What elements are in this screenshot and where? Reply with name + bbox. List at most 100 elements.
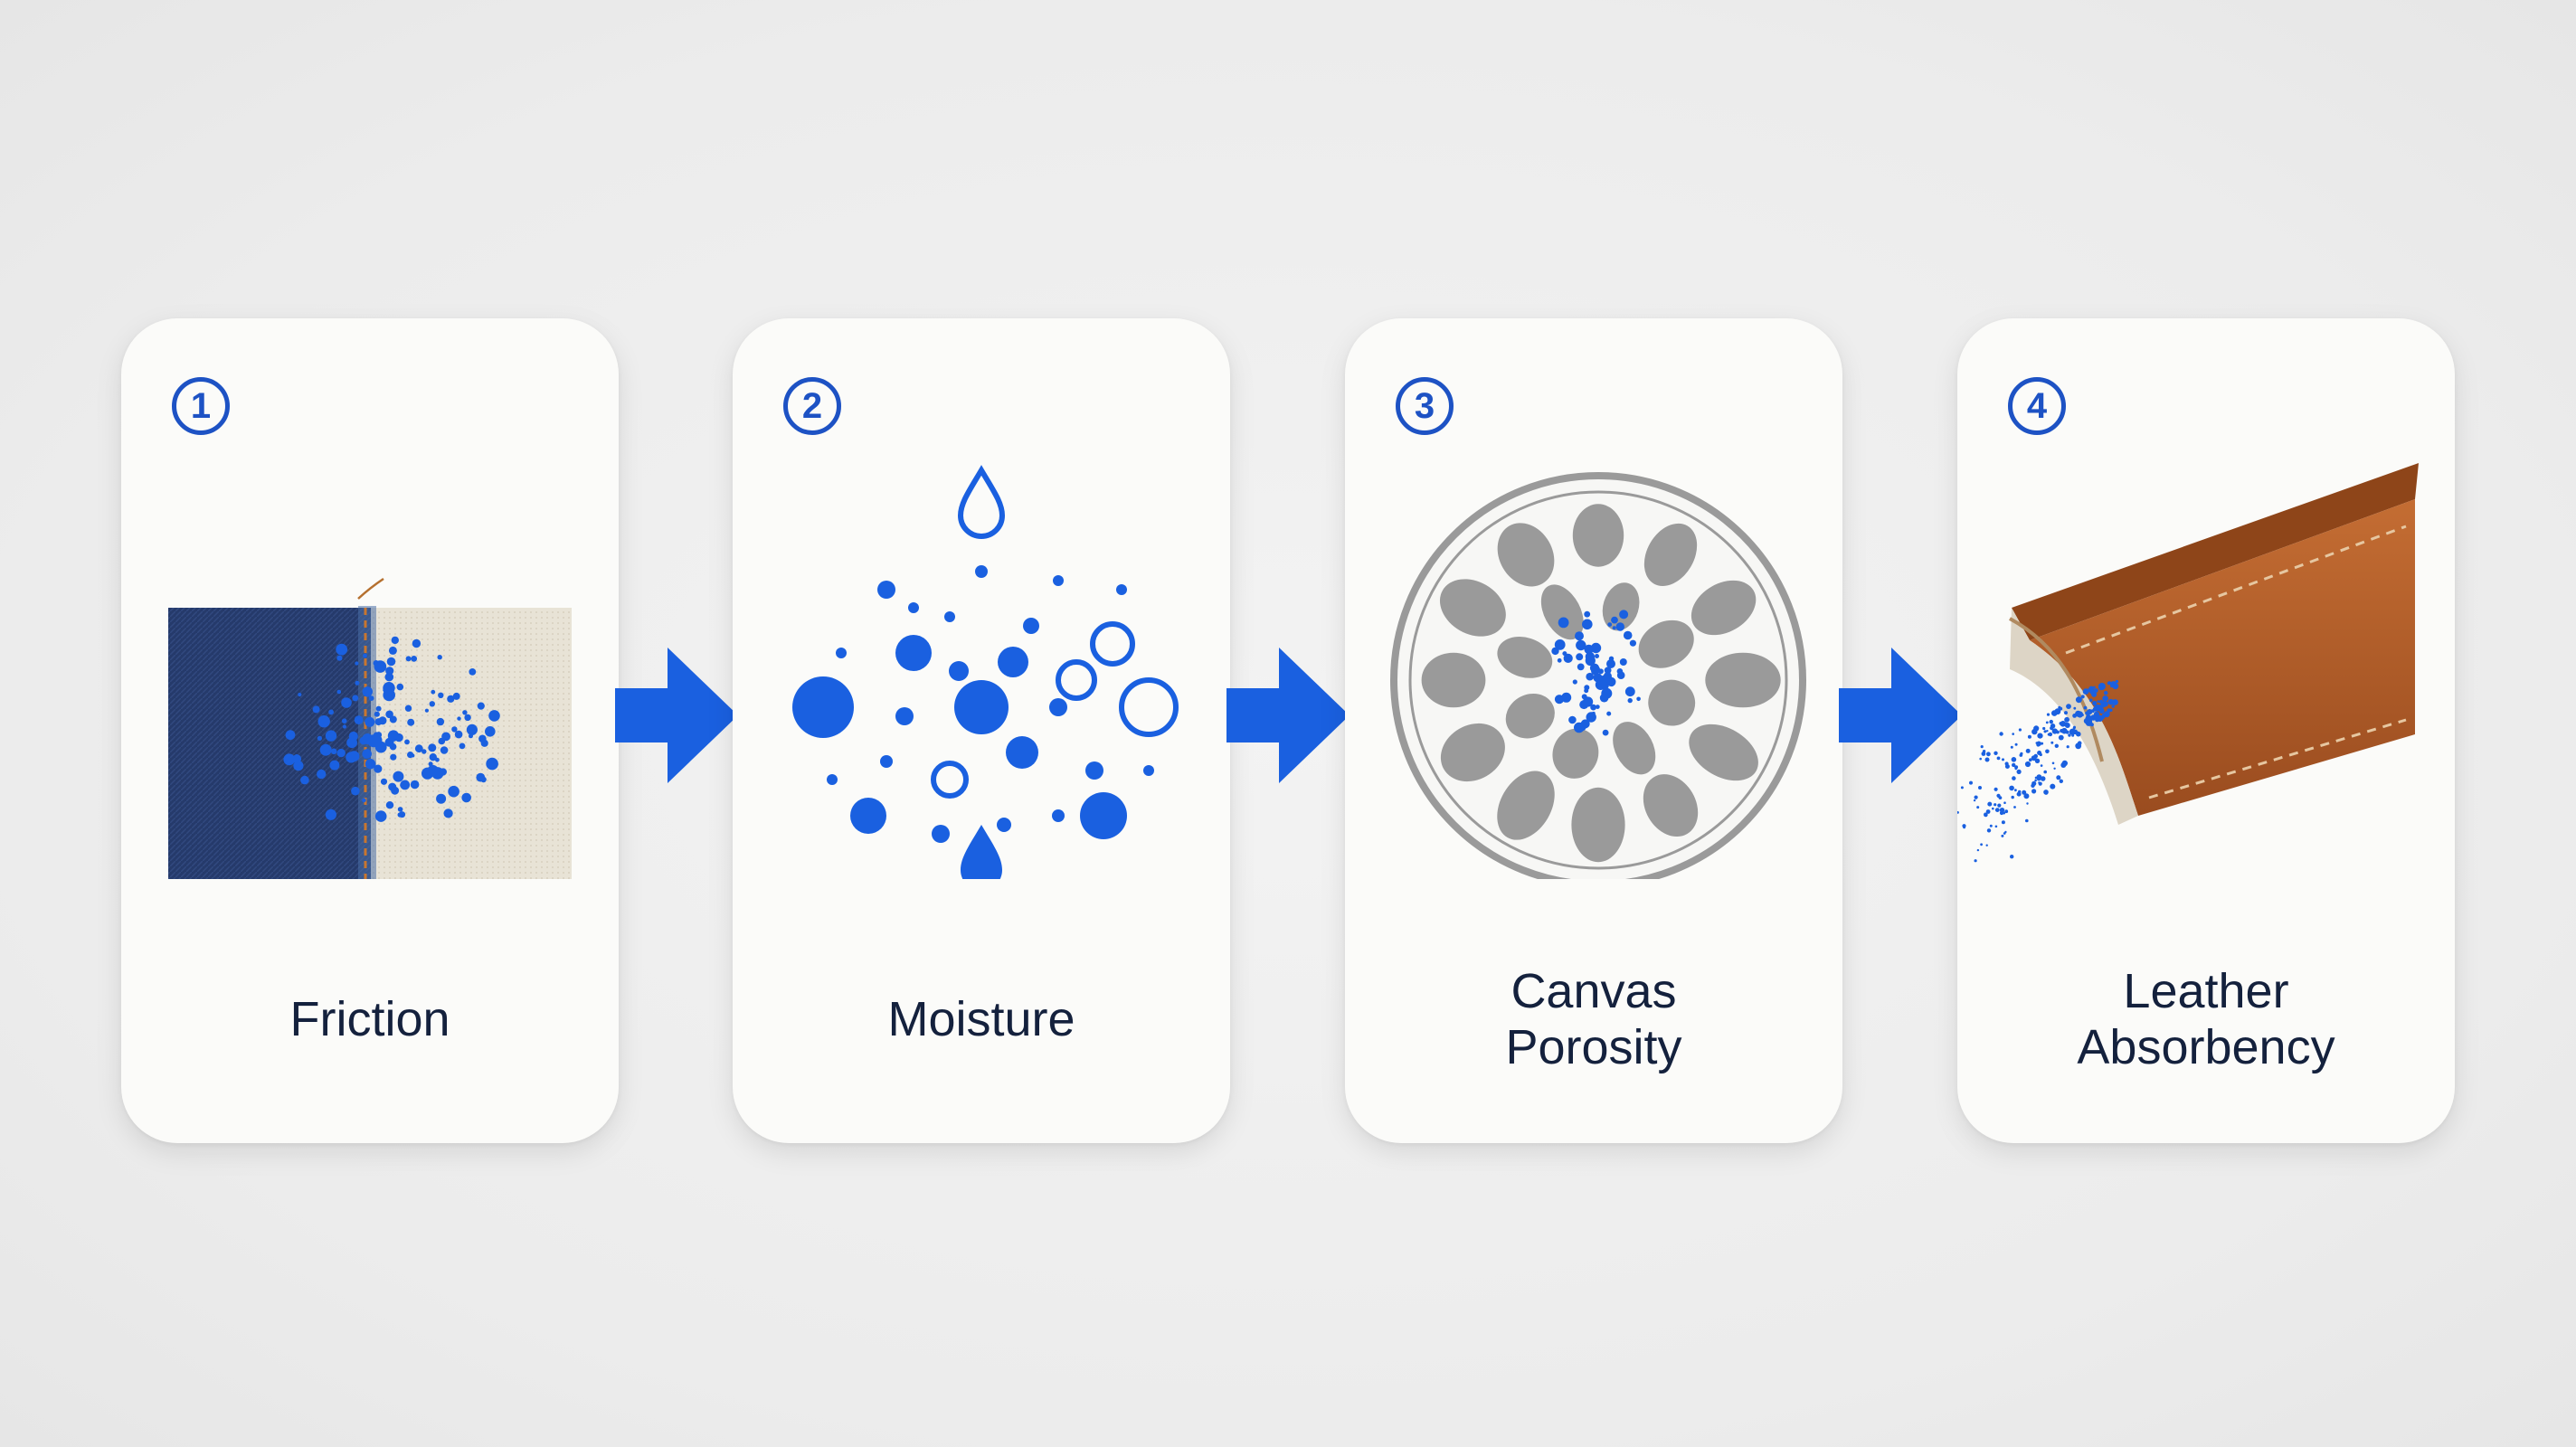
leather-particle [2031,783,2035,788]
friction-particle [447,695,455,703]
leather-particle [1998,796,2003,799]
pore-particle [1604,667,1612,675]
leather-particle [2064,723,2070,728]
leather-particle [2033,725,2040,732]
leather-particle [2034,776,2038,780]
pore-particle [1572,679,1577,685]
leather-particle [2104,703,2108,707]
friction-particle [341,718,347,724]
leather-particle [2023,793,2030,799]
friction-particle [457,716,461,721]
leather-particle [2024,761,2031,768]
pore-particle [1577,663,1585,671]
friction-particle [298,692,302,697]
friction-particle [362,686,373,697]
leather-particle [2051,728,2058,734]
leather-particle [2013,806,2016,809]
leather-particle [2004,764,2010,769]
pore-particle [1627,697,1633,704]
moisture-bubble [931,761,969,799]
leather-particle [2001,820,2005,825]
leather-particle [2018,790,2022,794]
leather-particle [1969,780,1973,785]
friction-particle [428,761,433,767]
friction-particle [488,710,500,722]
friction-particle [399,811,406,818]
leather-particle [1999,732,2003,736]
friction-particle [385,710,393,719]
friction-particle [351,786,360,796]
moisture-droplet [792,676,854,738]
leather-particle [2050,724,2056,729]
friction-particle [410,780,420,790]
leather-particle [2072,714,2077,718]
leather-particle [1994,825,1998,828]
leather-particle [2075,696,2082,704]
leather-particle [2002,758,2004,761]
pore-particle [1563,653,1573,663]
moisture-droplet [944,611,955,622]
friction-particle [439,768,447,776]
pore-particle [1568,715,1577,724]
leather-particle [2101,715,2106,719]
leather-particle [2004,809,2009,814]
friction-particle [346,699,352,705]
step-card-friction: 1 Friction [121,318,619,1143]
leather-particle [2102,695,2108,702]
friction-particle [424,708,429,713]
friction-particle [480,776,487,783]
leather-particle [2050,783,2056,790]
leather-particle [1996,756,2001,761]
leather-particle [2001,834,2004,837]
pore-particle [1624,686,1635,697]
friction-particle [436,717,445,726]
leather-particle [2003,801,2006,804]
pore-cell [1497,771,1555,840]
friction-particle [386,739,391,744]
leather-particle [2034,758,2041,763]
friction-particle [462,710,468,715]
friction-particle [459,742,466,750]
pore-particle [1557,657,1562,663]
leather-particle [2064,711,2068,715]
leather-particle [2111,705,2115,708]
pore-particle [1583,696,1594,707]
pore-particle [1554,695,1565,705]
leather-particle [2115,679,2119,684]
moisture-droplet [1053,575,1064,586]
friction-particle [312,705,320,714]
friction-particle [380,778,388,785]
moisture-bubble [1090,621,1135,667]
leather-particle [2098,699,2104,705]
leather-particle [2103,711,2110,718]
leather-particle [1992,807,1994,810]
friction-particle [346,737,357,749]
friction-particle [480,739,488,747]
leather-particle [1981,752,1986,756]
friction-particle [342,724,346,729]
leather-particle [2049,719,2053,724]
moisture-bubble [1056,659,1097,701]
leather-particle [1973,799,1976,802]
friction-particle [400,782,404,788]
pore-particle [1586,672,1594,681]
pore-cell [1638,619,1694,668]
friction-particle [319,743,332,756]
pore-cell [1497,523,1555,587]
friction-particle [452,692,460,700]
leather-particle [2060,729,2064,733]
pore-particle [1616,671,1625,679]
pore-particle [1590,642,1602,654]
leather-particle [2097,700,2100,703]
friction-particle [431,689,436,695]
pore-cell [1505,693,1555,739]
friction-particle [285,730,296,741]
friction-particle [391,636,399,645]
leather-particle [2090,714,2097,721]
leather-particle [2040,764,2043,767]
friction-particle [300,775,309,785]
leather-particle [2046,730,2049,733]
friction-particle [293,761,304,771]
step-label: Canvas Porosity [1505,964,1682,1074]
leather-particle [2069,728,2076,735]
